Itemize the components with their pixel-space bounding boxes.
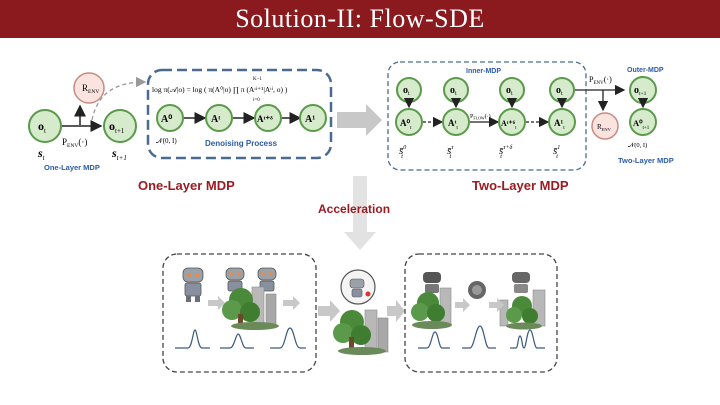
denoise-node-3 — [299, 104, 327, 132]
denoising-frame — [146, 68, 333, 160]
section-arrow — [337, 104, 382, 136]
distribution-curve — [462, 325, 496, 349]
robot-icon — [512, 272, 530, 293]
reward-node — [73, 72, 105, 104]
denoise-noise-label: 𝒩(0, I) — [156, 137, 177, 145]
distribution-curve — [510, 329, 545, 349]
step-arrow-icon — [489, 298, 504, 312]
obs-node-t — [28, 109, 62, 143]
panel-arrow-right — [387, 300, 405, 322]
state-label-t: st — [37, 146, 46, 162]
distribution-curve — [418, 331, 450, 349]
transition-scene — [333, 269, 389, 355]
outer-action-node — [629, 108, 657, 136]
prod-lower: i=0 — [253, 98, 260, 103]
prod-upper: K−1 — [253, 77, 262, 82]
inner-obs-node-2 — [443, 77, 469, 103]
denoising-formula: log π(𝒜|o) = log ( π(A⁰|o) ∏ π (Aᵗⁱ⁺¹|Aᵗ… — [152, 85, 288, 94]
inner-action-node-1-label: A⁰t — [400, 118, 412, 131]
obs-node-t1-label: ot+1 — [109, 119, 125, 135]
two-layer-caption-big: Two-Layer MDP — [472, 178, 569, 193]
inner-obs-node-1 — [396, 77, 422, 103]
denoise-node-1 — [205, 104, 233, 132]
robot-icon — [225, 267, 245, 292]
panel-arrow-left — [318, 300, 340, 322]
inner-obs-node-1-label: ot — [403, 85, 410, 97]
denoise-node-1-label: Aᵗ — [211, 114, 220, 125]
standard-sampling-panel — [162, 253, 317, 373]
denoise-node-2-label: Aᵗ⁺ᵟ — [257, 114, 273, 124]
inner-action-node-4-label: A¹t — [554, 118, 565, 131]
denoising-box: log π(𝒜|o) = log ( π(A⁰|o) ∏ π (Aᵗⁱ⁺¹|Aᵗ… — [146, 68, 333, 160]
outer-noise-label: 𝒩(0, I) — [628, 142, 647, 149]
inner-action-node-3 — [498, 108, 526, 136]
outer-reward-label: RENV — [597, 123, 612, 132]
outer-action-node-label: A⁰t+1 — [633, 118, 650, 131]
slide-title: Solution-II: Flow-SDE — [235, 4, 485, 33]
step-arrow-icon — [208, 296, 225, 310]
obs-node-t-label: ot — [38, 119, 46, 135]
scene-illustration — [222, 286, 279, 330]
inner-mdp-label: Inner-MDP — [466, 68, 501, 75]
denoise-node-0-label: A⁰ — [161, 114, 172, 125]
denoise-node-2 — [254, 104, 282, 132]
state-label-t1: st+1 — [111, 146, 127, 162]
inner-obs-node-3-label: ot — [506, 85, 513, 97]
inner-action-node-2-label: Aᵗt — [448, 118, 458, 131]
inner-action-node-1 — [395, 108, 423, 136]
step-arrow-icon — [455, 298, 470, 312]
one-layer-caption-big: One-Layer MDP — [138, 178, 235, 193]
outer-reward-node — [591, 112, 619, 140]
denoise-node-0 — [156, 104, 184, 132]
title-bar: Solution-II: Flow-SDE — [0, 0, 720, 38]
p-env-label: PENV(·) — [62, 137, 87, 149]
inner-obs-node-3 — [499, 77, 525, 103]
inner-obs-node-4 — [549, 77, 575, 103]
outer-obs-node-label: ot+1 — [634, 85, 647, 97]
inner-action-node-4 — [548, 108, 576, 136]
inner-action-node-3-label: Aᵗ⁺ᵟt — [501, 119, 517, 131]
left-panel-frame — [162, 253, 317, 373]
step-arrow-icon — [283, 296, 300, 310]
robot-icon — [468, 281, 486, 299]
two-layer-mdp: Inner-MDP ot A⁰t ot Aᵗt PFLOW(·) ot Aᵗ⁺ᵟ… — [387, 61, 674, 193]
one-layer-caption-small: One-Layer MDP — [44, 163, 100, 172]
right-panel-frame — [404, 253, 558, 373]
robot-icon — [423, 272, 441, 293]
robot-icon — [182, 267, 204, 302]
distribution-curve — [270, 327, 306, 349]
outer-mdp-label: Outer-MDP — [627, 67, 664, 74]
outer-p-env-label: PENV(·) — [589, 75, 612, 86]
reward-node-label: RENV — [82, 83, 99, 95]
acceleration-label: Acceleration — [318, 202, 390, 216]
inner-mdp-frame — [387, 61, 587, 171]
distribution-curve — [220, 333, 254, 349]
denoise-node-3-label: A¹ — [305, 114, 315, 125]
scene-illustration — [411, 287, 546, 330]
inner-obs-node-2-label: ot — [450, 85, 457, 97]
acceleration-arrow — [344, 176, 376, 250]
inner-obs-node-4-label: ot — [556, 85, 563, 97]
obs-node-t1 — [103, 109, 137, 143]
distribution-curve — [175, 329, 210, 349]
denoise-process-label: Denoising Process — [205, 139, 278, 148]
two-layer-caption-small: Two-Layer MDP — [618, 156, 674, 165]
inner-action-node-2 — [442, 108, 470, 136]
p-flow-label: PFLOW(·) — [470, 113, 491, 121]
accelerated-sampling-panel — [404, 253, 558, 373]
one-layer-mdp: RENV ot ot+1 PENV(·) st st+1 One-Layer M… — [28, 72, 235, 193]
expand-curve — [91, 76, 147, 121]
